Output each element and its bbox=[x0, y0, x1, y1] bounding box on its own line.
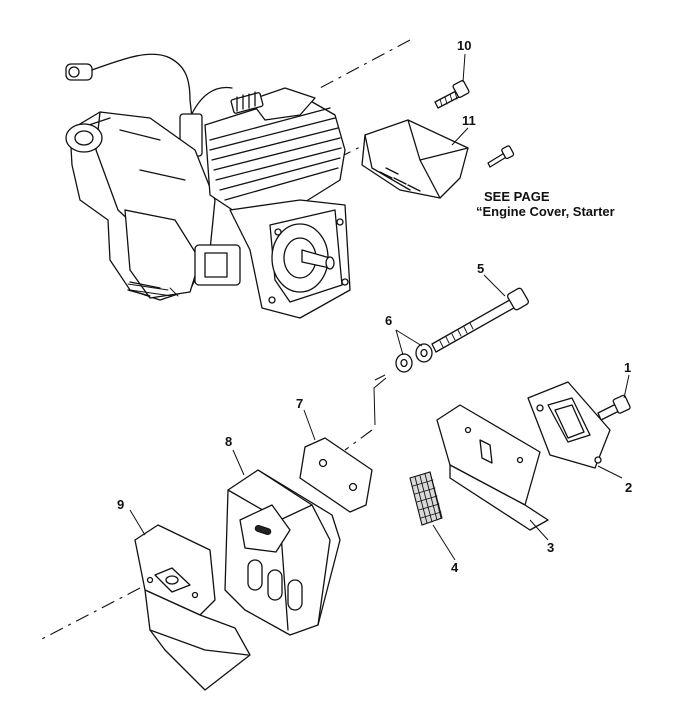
leader-lines bbox=[129, 53, 630, 561]
label-part-1: 1 bbox=[624, 360, 631, 375]
part-7-gasket bbox=[299, 437, 373, 513]
note-line-1: SEE PAGE bbox=[484, 189, 550, 204]
part-5-bolt bbox=[431, 287, 529, 353]
part-number-labels: 10 11 5 6 1 7 2 8 9 3 4 bbox=[117, 38, 632, 575]
part-6-washers bbox=[395, 343, 433, 373]
label-part-4: 4 bbox=[451, 560, 459, 575]
label-part-8: 8 bbox=[225, 434, 232, 449]
label-part-9: 9 bbox=[117, 497, 124, 512]
part-10-screw bbox=[434, 80, 470, 109]
part-11-cover bbox=[361, 119, 515, 199]
engine-assembly bbox=[65, 53, 351, 319]
label-part-7: 7 bbox=[296, 396, 303, 411]
part-8-muffler bbox=[224, 469, 341, 636]
label-part-11: 11 bbox=[462, 113, 476, 128]
label-part-3: 3 bbox=[547, 540, 554, 555]
label-part-5: 5 bbox=[477, 261, 484, 276]
part-2-gasket bbox=[527, 381, 611, 469]
label-part-2: 2 bbox=[625, 480, 632, 495]
see-page-note: SEE PAGE “Engine Cover, Starter bbox=[476, 189, 615, 219]
part-3-bracket bbox=[436, 404, 549, 531]
part-9-shield bbox=[134, 524, 251, 691]
part-4-screen bbox=[409, 471, 443, 526]
note-line-2: “Engine Cover, Starter bbox=[476, 204, 615, 219]
part-1-screw bbox=[597, 394, 631, 421]
label-part-6: 6 bbox=[385, 313, 392, 328]
label-part-10: 10 bbox=[457, 38, 471, 53]
